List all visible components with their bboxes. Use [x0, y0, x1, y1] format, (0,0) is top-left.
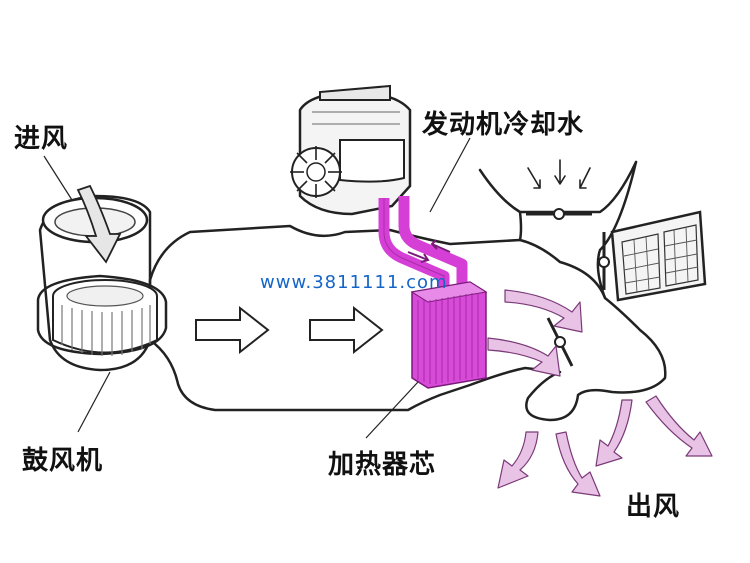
inlet-arrow [76, 184, 122, 264]
upper-damper [526, 208, 592, 220]
air-duct-housing [148, 224, 667, 422]
air-outlet-label: 出风 [626, 492, 681, 522]
vent-left-wall [518, 210, 523, 242]
outflow-arrows [487, 289, 713, 497]
heater-core-label: 加热器芯 [328, 450, 437, 480]
engine [290, 84, 412, 216]
heater-core [410, 281, 488, 389]
duct-flow-arrows [195, 305, 384, 355]
vent-grille [610, 210, 707, 302]
inlet-pointer [43, 155, 73, 201]
vent-right-wall [596, 160, 638, 300]
coolant-flow-arrow-up [430, 239, 451, 253]
coolant-label: 发动机冷却水 [422, 110, 585, 140]
engine-fan [290, 146, 342, 198]
watermark-url: www.3811111.com [260, 272, 448, 293]
coolant-pointer [429, 137, 471, 213]
blower-unit [36, 194, 168, 372]
vent-arrows [527, 159, 591, 189]
heater-core-pointer [365, 381, 419, 439]
mix-damper [546, 317, 574, 367]
side-damper [598, 232, 610, 290]
vent-duct-outline [478, 160, 638, 214]
coolant-flow-arrow-down [407, 251, 430, 263]
coolant-pipes [378, 196, 468, 288]
air-inlet-label: 进风 [14, 124, 69, 154]
blower-pointer [77, 371, 111, 433]
blower-label: 鼓风机 [22, 446, 104, 476]
